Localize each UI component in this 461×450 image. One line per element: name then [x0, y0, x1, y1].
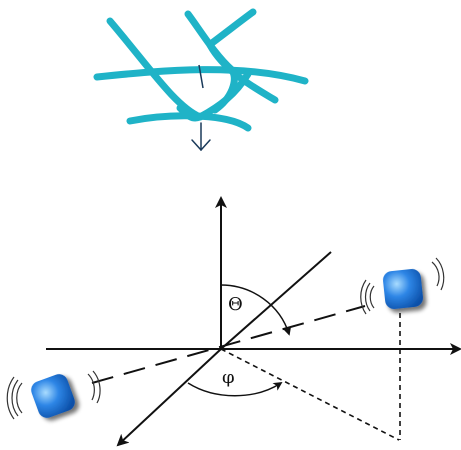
theta-label: Θ [228, 294, 243, 315]
vibration-marks-icon [6, 370, 101, 420]
y-axis-negative [116, 348, 222, 447]
fiber-strand [176, 70, 252, 122]
theta-arc [220, 284, 292, 336]
fiber-strand [206, 41, 279, 104]
coordinate-axes [46, 196, 461, 447]
fiber-strand [106, 17, 204, 121]
fiber-strand [208, 8, 257, 47]
fiber-strand [93, 66, 309, 85]
y-axis-positive [220, 251, 332, 350]
cube-particle-icon [360, 257, 445, 315]
fiber-marker [198, 64, 204, 89]
projection-lines [220, 313, 401, 441]
phi-arc [187, 382, 283, 397]
vibration-marks-icon [360, 257, 445, 315]
down-arrow-icon [191, 122, 211, 152]
fiber-network [93, 8, 309, 132]
direction-line [91, 305, 366, 384]
cube-particle-icon [6, 370, 101, 420]
phi-label: φ [222, 367, 235, 388]
